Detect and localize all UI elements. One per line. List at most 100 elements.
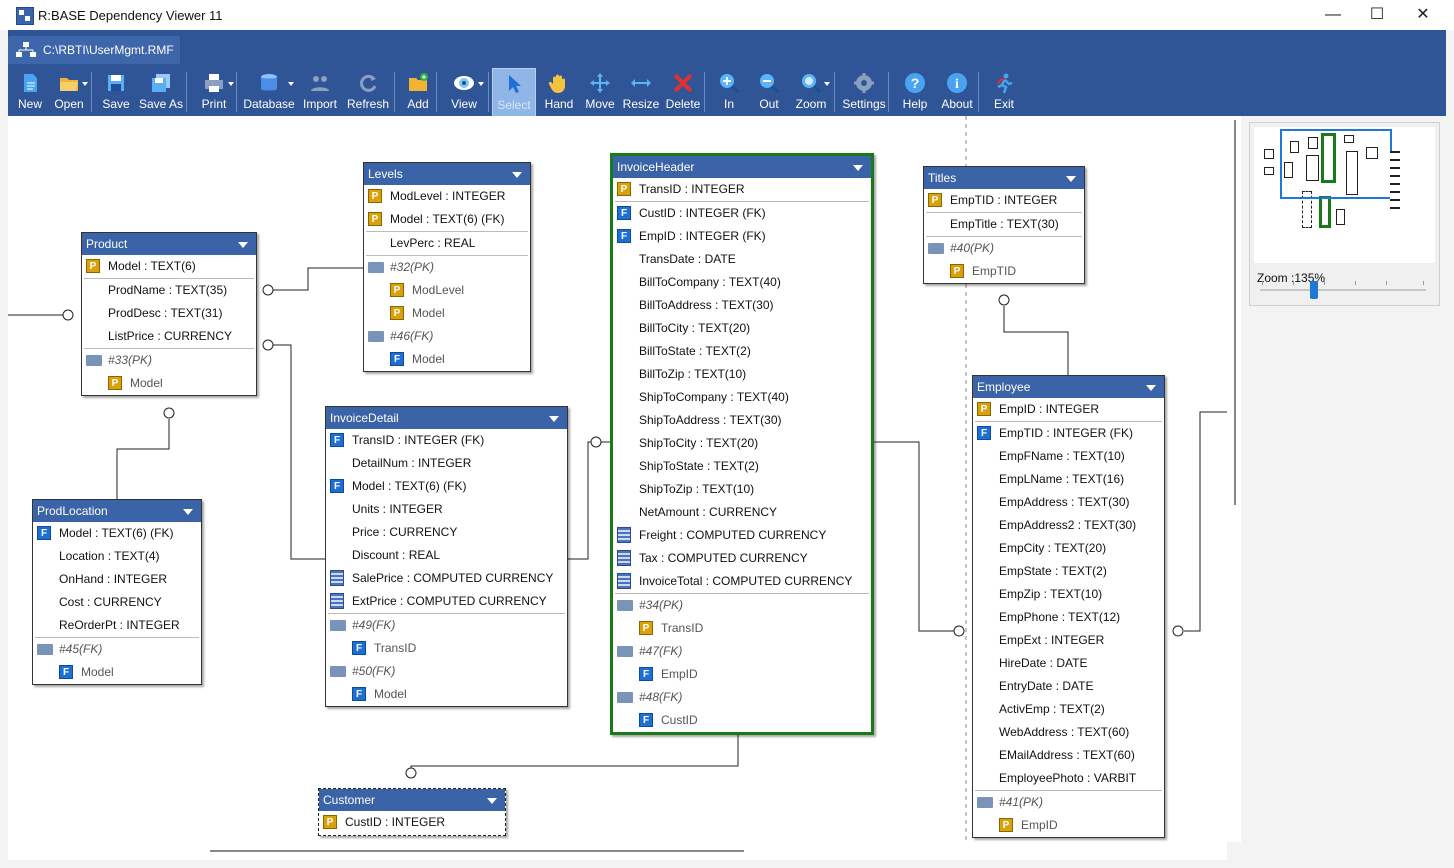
field-row[interactable]: SalePrice : COMPUTED CURRENCY bbox=[326, 567, 567, 590]
field-row[interactable]: EmpCity : TEXT(20) bbox=[973, 537, 1164, 560]
field-row[interactable]: EmpTitle : TEXT(30) bbox=[924, 213, 1084, 236]
entity-header[interactable]: Employee bbox=[973, 376, 1164, 398]
field-row[interactable]: WebAddress : TEXT(60) bbox=[973, 721, 1164, 744]
index-row[interactable]: #32(PK) bbox=[364, 256, 530, 279]
index-row[interactable]: #45(FK) bbox=[33, 638, 201, 661]
field-row[interactable]: InvoiceTotal : COMPUTED CURRENCY bbox=[613, 570, 871, 593]
field-row[interactable]: EmpFName : TEXT(10) bbox=[973, 445, 1164, 468]
field-row[interactable]: OnHand : INTEGER bbox=[33, 568, 201, 591]
field-row[interactable]: Price : CURRENCY bbox=[326, 521, 567, 544]
field-row[interactable]: ShipToCity : TEXT(20) bbox=[613, 432, 871, 455]
index-row[interactable]: #49(FK) bbox=[326, 614, 567, 637]
field-row[interactable]: EmpLName : TEXT(16) bbox=[973, 468, 1164, 491]
field-row[interactable]: BillToZip : TEXT(10) bbox=[613, 363, 871, 386]
save-as-button[interactable]: Save As bbox=[136, 68, 186, 116]
index-row[interactable]: #33(PK) bbox=[82, 349, 256, 372]
refresh-button[interactable]: Refresh bbox=[346, 68, 390, 116]
field-row[interactable]: EmpZip : TEXT(10) bbox=[973, 583, 1164, 606]
field-row[interactable]: ExtPrice : COMPUTED CURRENCY bbox=[326, 590, 567, 613]
print-button[interactable]: Print bbox=[192, 68, 236, 116]
delete-button[interactable]: Delete bbox=[662, 68, 704, 116]
entity-header[interactable]: Customer bbox=[319, 789, 505, 811]
chevron-down-icon[interactable] bbox=[183, 509, 193, 515]
exit-button[interactable]: Exit bbox=[984, 68, 1024, 116]
field-row[interactable]: HireDate : DATE bbox=[973, 652, 1164, 675]
field-row[interactable]: Units : INTEGER bbox=[326, 498, 567, 521]
field-row[interactable]: BillToCity : TEXT(20) bbox=[613, 317, 871, 340]
about-button[interactable]: i About bbox=[936, 68, 978, 116]
chevron-down-icon[interactable] bbox=[512, 172, 522, 178]
field-row[interactable]: NetAmount : CURRENCY bbox=[613, 501, 871, 524]
open-button[interactable]: Open bbox=[48, 68, 90, 116]
select-button[interactable]: Select bbox=[492, 68, 536, 118]
open-dropdown-arrow[interactable] bbox=[82, 82, 88, 86]
field-row[interactable]: EmpState : TEXT(2) bbox=[973, 560, 1164, 583]
file-tab[interactable]: C:\RBTI\UserMgmt.RMF bbox=[8, 36, 180, 64]
field-row[interactable]: ListPrice : CURRENCY bbox=[82, 325, 256, 348]
field-row[interactable]: Discount : REAL bbox=[326, 544, 567, 567]
database-button[interactable]: Database bbox=[242, 68, 296, 116]
print-dropdown-arrow[interactable] bbox=[228, 82, 234, 86]
minimap-area[interactable] bbox=[1254, 127, 1435, 263]
field-row[interactable]: EMailAddress : TEXT(60) bbox=[973, 744, 1164, 767]
field-row[interactable]: EmpAddress2 : TEXT(30) bbox=[973, 514, 1164, 537]
view-dropdown-arrow[interactable] bbox=[478, 82, 484, 86]
zoom-slider-track[interactable] bbox=[1260, 289, 1426, 291]
entity-header[interactable]: Titles bbox=[924, 167, 1084, 189]
zoom-in-button[interactable]: In bbox=[710, 68, 748, 116]
index-row[interactable]: #40(PK) bbox=[924, 237, 1084, 260]
zoom-button[interactable]: Zoom bbox=[790, 68, 832, 116]
minimize-button[interactable]: — bbox=[1325, 6, 1341, 23]
chevron-down-icon[interactable] bbox=[238, 242, 248, 248]
settings-button[interactable]: Settings bbox=[840, 68, 888, 116]
horizontal-scroll-thumb[interactable] bbox=[210, 850, 744, 852]
hand-button[interactable]: Hand bbox=[538, 68, 580, 116]
chevron-down-icon[interactable] bbox=[549, 416, 559, 422]
import-button[interactable]: Import bbox=[298, 68, 342, 116]
field-row[interactable]: EmployeePhoto : VARBIT bbox=[973, 767, 1164, 790]
entity-header[interactable]: InvoiceDetail bbox=[326, 407, 567, 429]
field-row[interactable]: Freight : COMPUTED CURRENCY bbox=[613, 524, 871, 547]
entity-header[interactable]: Product bbox=[82, 233, 256, 255]
index-row[interactable]: #47(FK) bbox=[613, 640, 871, 663]
field-row[interactable]: Cost : CURRENCY bbox=[33, 591, 201, 614]
field-row[interactable]: LevPerc : REAL bbox=[364, 232, 530, 255]
field-row[interactable]: EmpAddress : TEXT(30) bbox=[973, 491, 1164, 514]
field-row[interactable]: Tax : COMPUTED CURRENCY bbox=[613, 547, 871, 570]
field-row[interactable]: ReOrderPt : INTEGER bbox=[33, 614, 201, 637]
field-row[interactable]: ShipToCompany : TEXT(40) bbox=[613, 386, 871, 409]
entity-header[interactable]: Levels bbox=[364, 163, 530, 185]
help-button[interactable]: ? Help bbox=[896, 68, 934, 116]
entity-header[interactable]: InvoiceHeader bbox=[613, 156, 871, 178]
field-row[interactable]: EntryDate : DATE bbox=[973, 675, 1164, 698]
field-row[interactable]: DetailNum : INTEGER bbox=[326, 452, 567, 475]
chevron-down-icon[interactable] bbox=[1066, 176, 1076, 182]
zoom-dropdown-arrow[interactable] bbox=[824, 82, 830, 86]
move-button[interactable]: Move bbox=[580, 68, 620, 116]
resize-button[interactable]: Resize bbox=[620, 68, 662, 116]
maximize-button[interactable]: ☐ bbox=[1369, 6, 1385, 23]
index-row[interactable]: #50(FK) bbox=[326, 660, 567, 683]
database-dropdown-arrow[interactable] bbox=[288, 82, 294, 86]
